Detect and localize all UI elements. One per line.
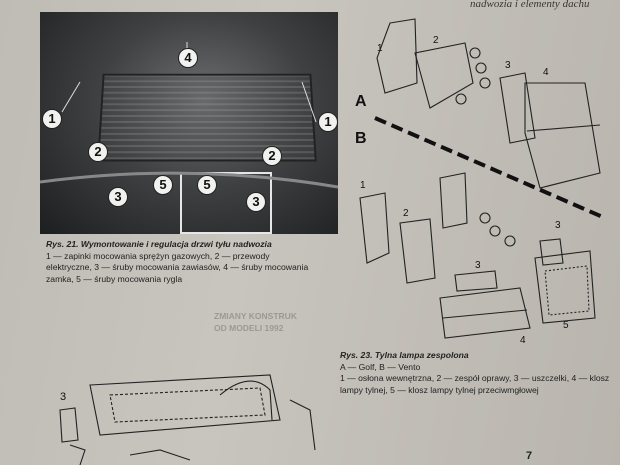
bleed-through-text: ZMIANY KONSTRUK OD MODELI 1992	[214, 310, 344, 334]
label-3a: 3	[505, 60, 511, 71]
fog-lens-b	[534, 250, 596, 324]
callout-1-right: 1	[318, 112, 338, 132]
callout-5-right: 5	[197, 175, 217, 195]
photo-leader-lines	[40, 42, 338, 189]
label-2b: 2	[403, 208, 409, 219]
page-header: nadwozia i elementy dachu	[470, 0, 590, 10]
callout-2-left: 2	[88, 142, 108, 162]
label-B: B	[355, 130, 367, 147]
label-1a: 1	[377, 43, 383, 54]
bulb-holder-b2	[439, 172, 468, 229]
figure-23-body: 1 — osłona wewnętrzna, 2 — zespół oprawy…	[340, 373, 610, 395]
bleed-line-2: OD MODELI 1992	[214, 323, 284, 333]
figure-21-caption: Rys. 21. Wymontowanie i regulacja drzwi …	[46, 239, 314, 285]
bumper-diagram: 3	[59, 374, 316, 465]
figure-23-caption: Rys. 23. Tylna lampa zespolona A — Golf,…	[340, 350, 610, 396]
callout-4: 4	[178, 48, 198, 68]
callout-3-right: 3	[246, 192, 266, 212]
label-A: A	[355, 93, 367, 110]
callout-1-left: 1	[42, 109, 62, 129]
figure-21-body: 1 — zapinki mocowania sprężyn gazowych, …	[46, 250, 309, 284]
label-3b: 3	[475, 260, 481, 271]
label-1b: 1	[360, 180, 366, 191]
bulb-holder-a	[414, 42, 474, 109]
label-3-bottom: 3	[60, 391, 66, 403]
figure-21-title: Rys. 21. Wymontowanie i regulacja drzwi …	[46, 239, 272, 249]
lens-a	[524, 82, 601, 189]
gasket-a	[499, 72, 536, 144]
gasket-b2	[539, 238, 564, 266]
inner-cover-b	[359, 192, 390, 264]
callout-5-left: 5	[153, 175, 173, 195]
label-4a: 4	[543, 67, 549, 78]
callout-2-right: 2	[262, 146, 282, 166]
callout-3-left: 3	[108, 187, 128, 207]
tailgate-photo: 1 1 2 2 3 3 4 5 5	[40, 12, 338, 234]
gasket-b	[454, 270, 498, 292]
figure-23-title: Rys. 23. Tylna lampa zespolona	[340, 350, 469, 360]
label-2a: 2	[433, 35, 439, 46]
label-3c: 3	[555, 220, 561, 231]
label-4b: 4	[520, 335, 526, 346]
lens-b	[439, 287, 531, 339]
label-5b: 5	[563, 320, 569, 331]
latch-highlight-frame	[180, 172, 272, 234]
bulb-holder-b	[399, 218, 436, 284]
bleed-line-1: ZMIANY KONSTRUK	[214, 311, 297, 321]
figure-23-line1: A — Golf, B — Vento	[340, 361, 421, 372]
page-number: 7	[526, 450, 533, 462]
divider-line	[374, 116, 606, 220]
inner-cover-a	[376, 18, 418, 94]
rear-lamp-diagram: A B 1 2 3 4 1 2 3 3 4 5	[355, 18, 606, 346]
